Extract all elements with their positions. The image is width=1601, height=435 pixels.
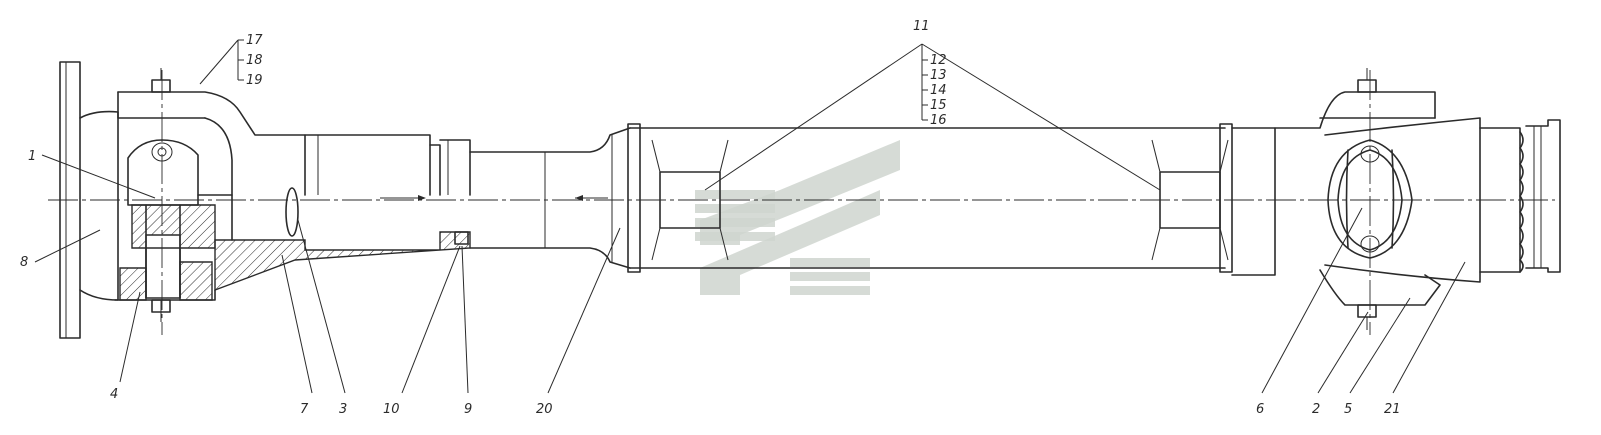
slip-sleeve — [285, 127, 631, 269]
center-tube — [380, 123, 1233, 273]
callout-21: 21 — [1384, 402, 1401, 417]
left-flange-yoke — [59, 61, 471, 339]
callout-15: 15 — [930, 98, 947, 113]
callout-7: 7 — [300, 402, 309, 417]
callout-11: 11 — [913, 19, 930, 34]
callout-19: 19 — [246, 73, 263, 88]
callout-2: 2 — [1312, 402, 1320, 417]
callout-5: 5 — [1344, 402, 1352, 417]
right-yoke — [1231, 68, 1561, 330]
callout-6: 6 — [1256, 402, 1264, 417]
callout-16: 16 — [930, 113, 947, 128]
callout-labels: 17 18 19 11 12 13 14 15 16 1 8 4 7 3 10 … — [20, 19, 1401, 417]
callout-17: 17 — [246, 33, 263, 48]
callout-4: 4 — [110, 387, 118, 402]
callout-10: 10 — [383, 402, 400, 417]
leader-lines — [34, 39, 1466, 394]
callout-18: 18 — [246, 53, 263, 68]
callout-14: 14 — [930, 83, 947, 98]
callout-9: 9 — [464, 402, 472, 417]
callout-1: 1 — [28, 149, 36, 164]
callout-13: 13 — [930, 68, 947, 83]
callout-12: 12 — [930, 53, 947, 68]
callout-8: 8 — [20, 255, 28, 270]
callout-20: 20 — [536, 402, 553, 417]
watermark-logo — [695, 140, 900, 295]
callout-3: 3 — [339, 402, 347, 417]
